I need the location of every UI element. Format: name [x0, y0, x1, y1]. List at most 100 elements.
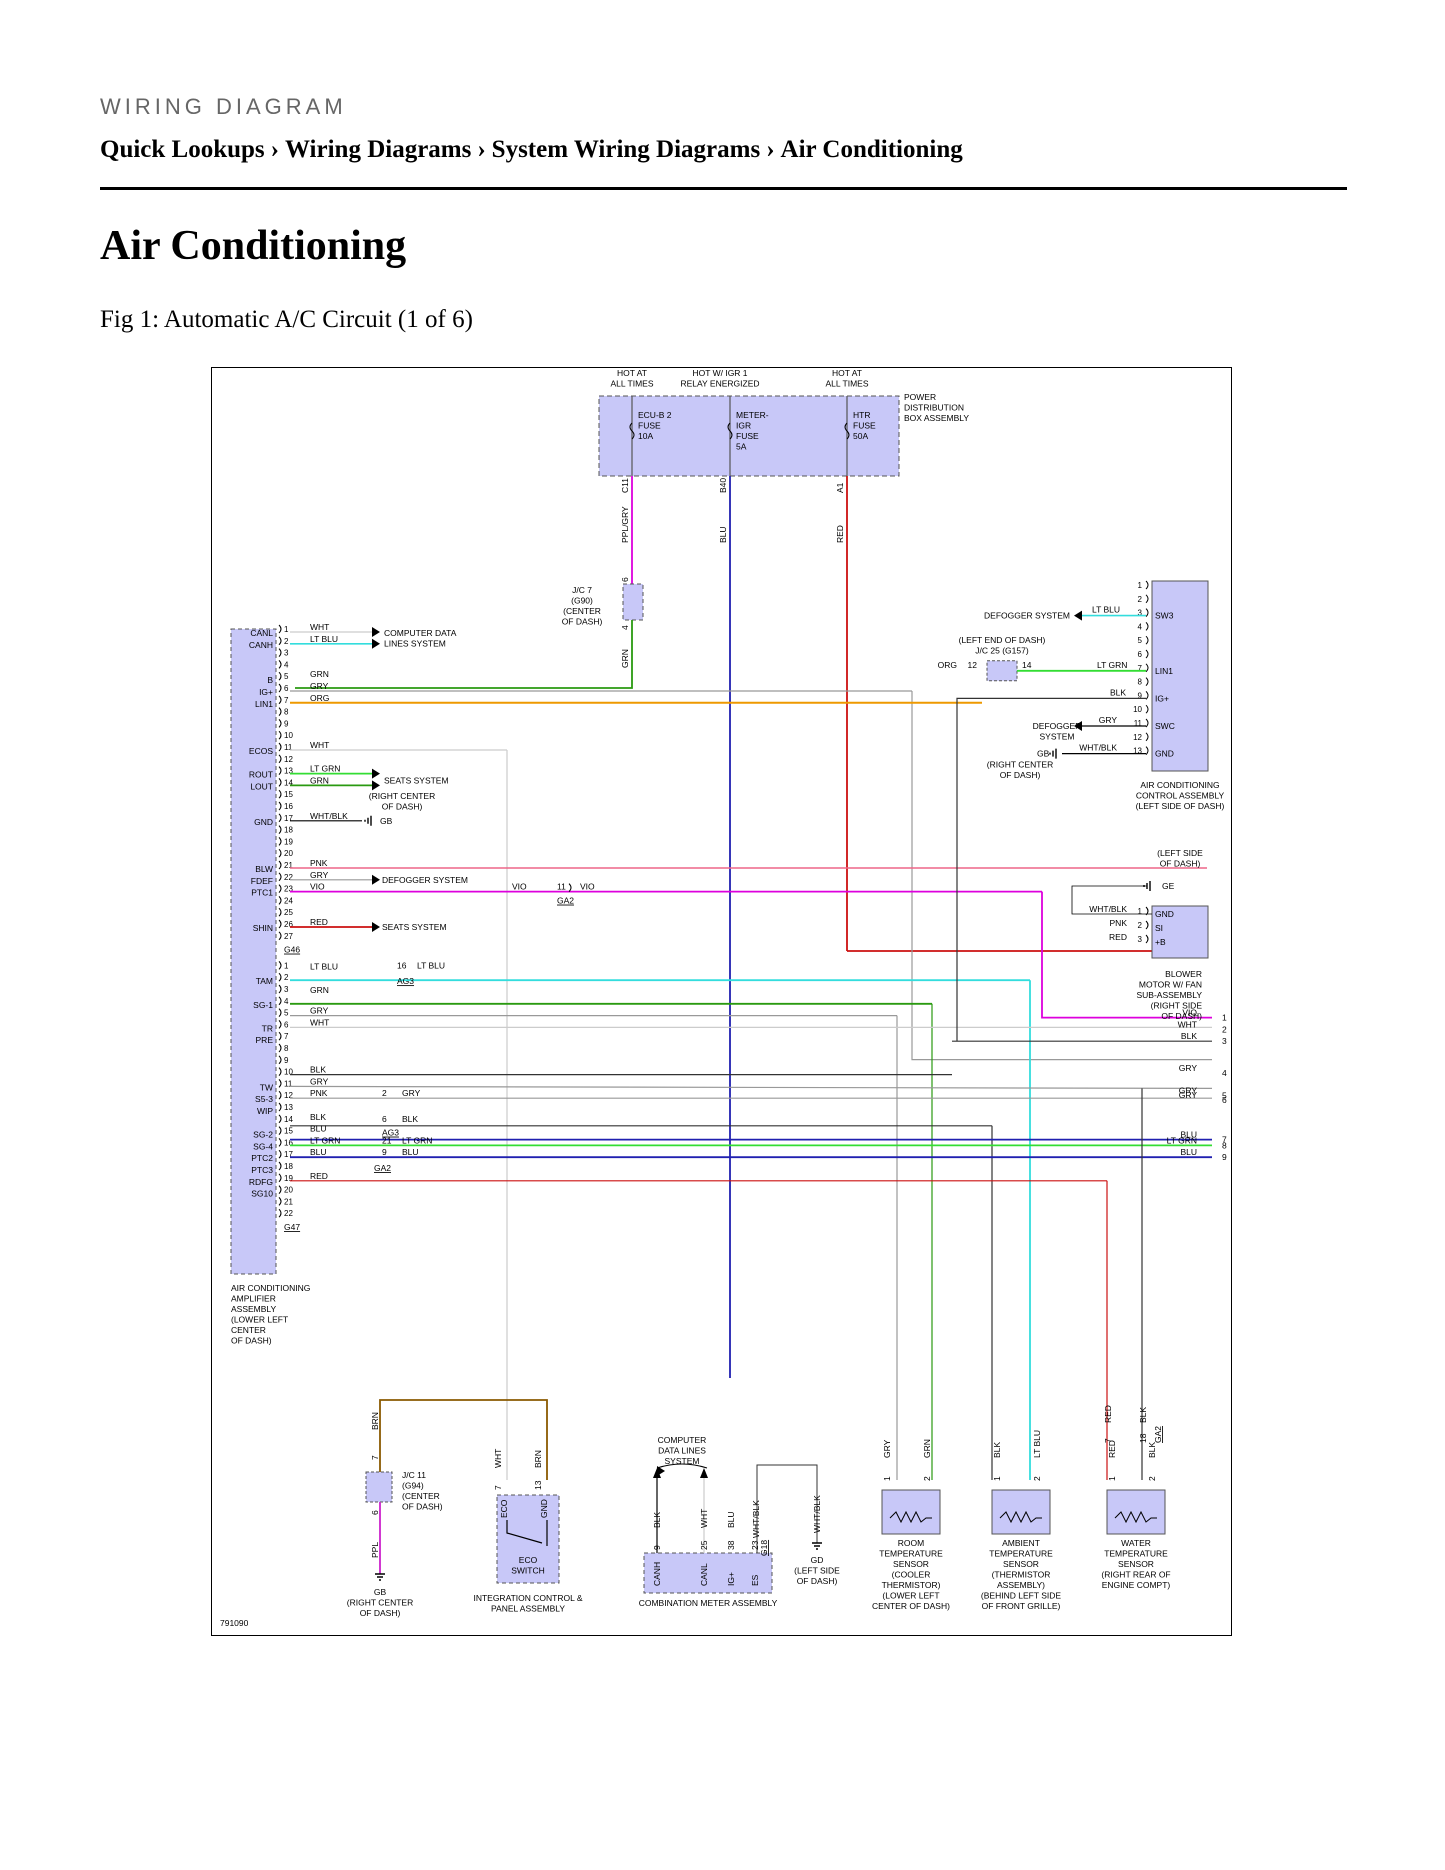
- terminal-label: FDEF: [251, 876, 273, 886]
- wire-color-label: BLU: [718, 526, 728, 543]
- wire-color-label: RED: [1107, 1440, 1117, 1458]
- pin-number: 10: [284, 731, 293, 740]
- terminal-label: PTC3: [251, 1165, 273, 1175]
- hot-label: HOT AT: [832, 368, 862, 378]
- ground-icon: [1143, 881, 1151, 891]
- hot-label: HOT W/ IGR 1: [692, 368, 747, 378]
- terminal-label: TAM: [256, 976, 273, 986]
- connector-icon: [278, 742, 282, 752]
- defogger-callout: DEFOGGER SYSTEM: [382, 875, 468, 885]
- pin-label: 25: [699, 1540, 709, 1550]
- connector-icon: [278, 789, 282, 799]
- wire-color-label: WHT/BLK: [310, 811, 348, 821]
- pin-number: 14: [284, 1115, 293, 1124]
- connector-icon: [278, 1067, 282, 1076]
- pin-number: 1: [284, 961, 289, 970]
- connector-icon: [568, 883, 572, 892]
- ground-icon: [1049, 748, 1057, 759]
- sensor-label: CENTER OF DASH): [872, 1601, 950, 1611]
- connector-icon: [278, 919, 282, 929]
- pin-number: 1: [1138, 581, 1143, 590]
- breadcrumb-air-conditioning[interactable]: Air Conditioning: [780, 136, 963, 163]
- connector-id: G18: [759, 1540, 769, 1556]
- breadcrumb-quick-lookups[interactable]: Quick Lookups: [100, 136, 265, 163]
- pin-number: 7: [284, 1032, 289, 1041]
- pin-label: 11: [557, 882, 566, 892]
- wire-color-label: RED: [1109, 932, 1127, 942]
- wire-color-label: PNK: [310, 858, 328, 868]
- pin-label: 38: [726, 1540, 736, 1550]
- breadcrumb-system-wiring-diagrams[interactable]: System Wiring Diagrams: [491, 136, 761, 163]
- pin-number: 2: [1138, 595, 1143, 604]
- wire-color-label: LT GRN: [1097, 660, 1127, 670]
- arrow-icon: [372, 874, 380, 885]
- jc11-label: (CENTER: [402, 1491, 440, 1501]
- terminal-label: SG-1: [253, 1000, 273, 1010]
- pin-label: 1: [992, 1476, 1002, 1481]
- pin-number: 3: [284, 649, 289, 658]
- pin-number: 15: [284, 1127, 293, 1136]
- wire-vio-1: [1041, 891, 1212, 1019]
- pin-number: 21: [284, 1197, 293, 1206]
- connector-icon: [278, 1090, 282, 1100]
- jc11-label: OF DASH): [402, 1502, 443, 1512]
- section-kicker: WIRING DIAGRAM: [100, 94, 347, 119]
- terminal-label: WIP: [257, 1106, 273, 1116]
- jc11-label: (G94): [402, 1481, 424, 1491]
- pin-label: 9: [382, 1147, 387, 1157]
- ground-id: GE: [1162, 881, 1175, 891]
- wire-color-label: GRY: [1179, 1090, 1198, 1100]
- terminal-label: SG-2: [253, 1130, 273, 1140]
- pin-number: 8: [1138, 678, 1143, 687]
- connector-icon: [278, 707, 282, 716]
- pin-label: 7: [370, 1455, 380, 1460]
- connector-icon: [278, 1055, 282, 1065]
- header-divider: [100, 187, 1347, 190]
- connector-icon: [1145, 920, 1149, 930]
- pin-label: 7: [493, 1485, 503, 1490]
- connector-icon: [278, 730, 282, 740]
- terminal-label: BLW: [255, 864, 273, 874]
- data-lines-callout: COMPUTER: [658, 1435, 707, 1445]
- terminal-label: SG-4: [253, 1141, 273, 1151]
- connector-icon: [278, 778, 282, 787]
- wire-color-label: WHT/BLK: [1079, 743, 1117, 753]
- wire-color-label: WHT/BLK: [812, 1495, 822, 1533]
- pin-number: 5: [1138, 636, 1143, 645]
- pin-number: 9: [1138, 691, 1143, 700]
- connector-icon: [278, 648, 282, 657]
- output-number: 5: [1222, 1090, 1227, 1100]
- pin-number: 12: [284, 1091, 293, 1100]
- pin-label: 2: [922, 1476, 932, 1481]
- pin-label: 21: [382, 1135, 392, 1145]
- wire-color-label: VIO: [580, 882, 595, 892]
- pin-number: 1: [1138, 907, 1143, 916]
- wire-color-label: ORG: [310, 693, 329, 703]
- wire-wht-blk-blower: [1071, 885, 1152, 915]
- output-number: 1: [1222, 1013, 1227, 1023]
- amplifier-label: OF DASH): [231, 1336, 272, 1346]
- connector-icon: [278, 1138, 282, 1147]
- fuse-label: 10A: [638, 431, 653, 441]
- pin-number: 13: [1133, 747, 1142, 756]
- control-assembly-label: AIR CONDITIONING: [1140, 780, 1219, 790]
- wire-color-label: GRN: [310, 985, 329, 995]
- wire-color-label: BRN: [533, 1450, 543, 1468]
- breadcrumb: Quick Lookups›Wiring Diagrams›System Wir…: [100, 136, 963, 164]
- terminal-label: IG+: [726, 1572, 736, 1586]
- wire-color-label: BLU: [402, 1147, 419, 1157]
- pin-number: 20: [284, 1186, 293, 1195]
- fuse-label: ECU-B 2: [638, 410, 672, 420]
- pin-number: 10: [284, 1068, 293, 1077]
- output-number: 4: [1222, 1068, 1227, 1078]
- pin-label: 2: [1032, 1476, 1042, 1481]
- connector-icon: [1145, 594, 1149, 604]
- connector-icon: [278, 872, 282, 882]
- breadcrumb-wiring-diagrams[interactable]: Wiring Diagrams: [285, 136, 472, 163]
- data-lines-callout: DATA LINES: [658, 1446, 706, 1456]
- terminal-label: PRE: [256, 1035, 274, 1045]
- output-number: 3: [1222, 1036, 1227, 1046]
- terminal-label: SW3: [1155, 611, 1174, 621]
- arrow-icon: [653, 1468, 661, 1478]
- wire-color-label: BLU: [1180, 1130, 1197, 1140]
